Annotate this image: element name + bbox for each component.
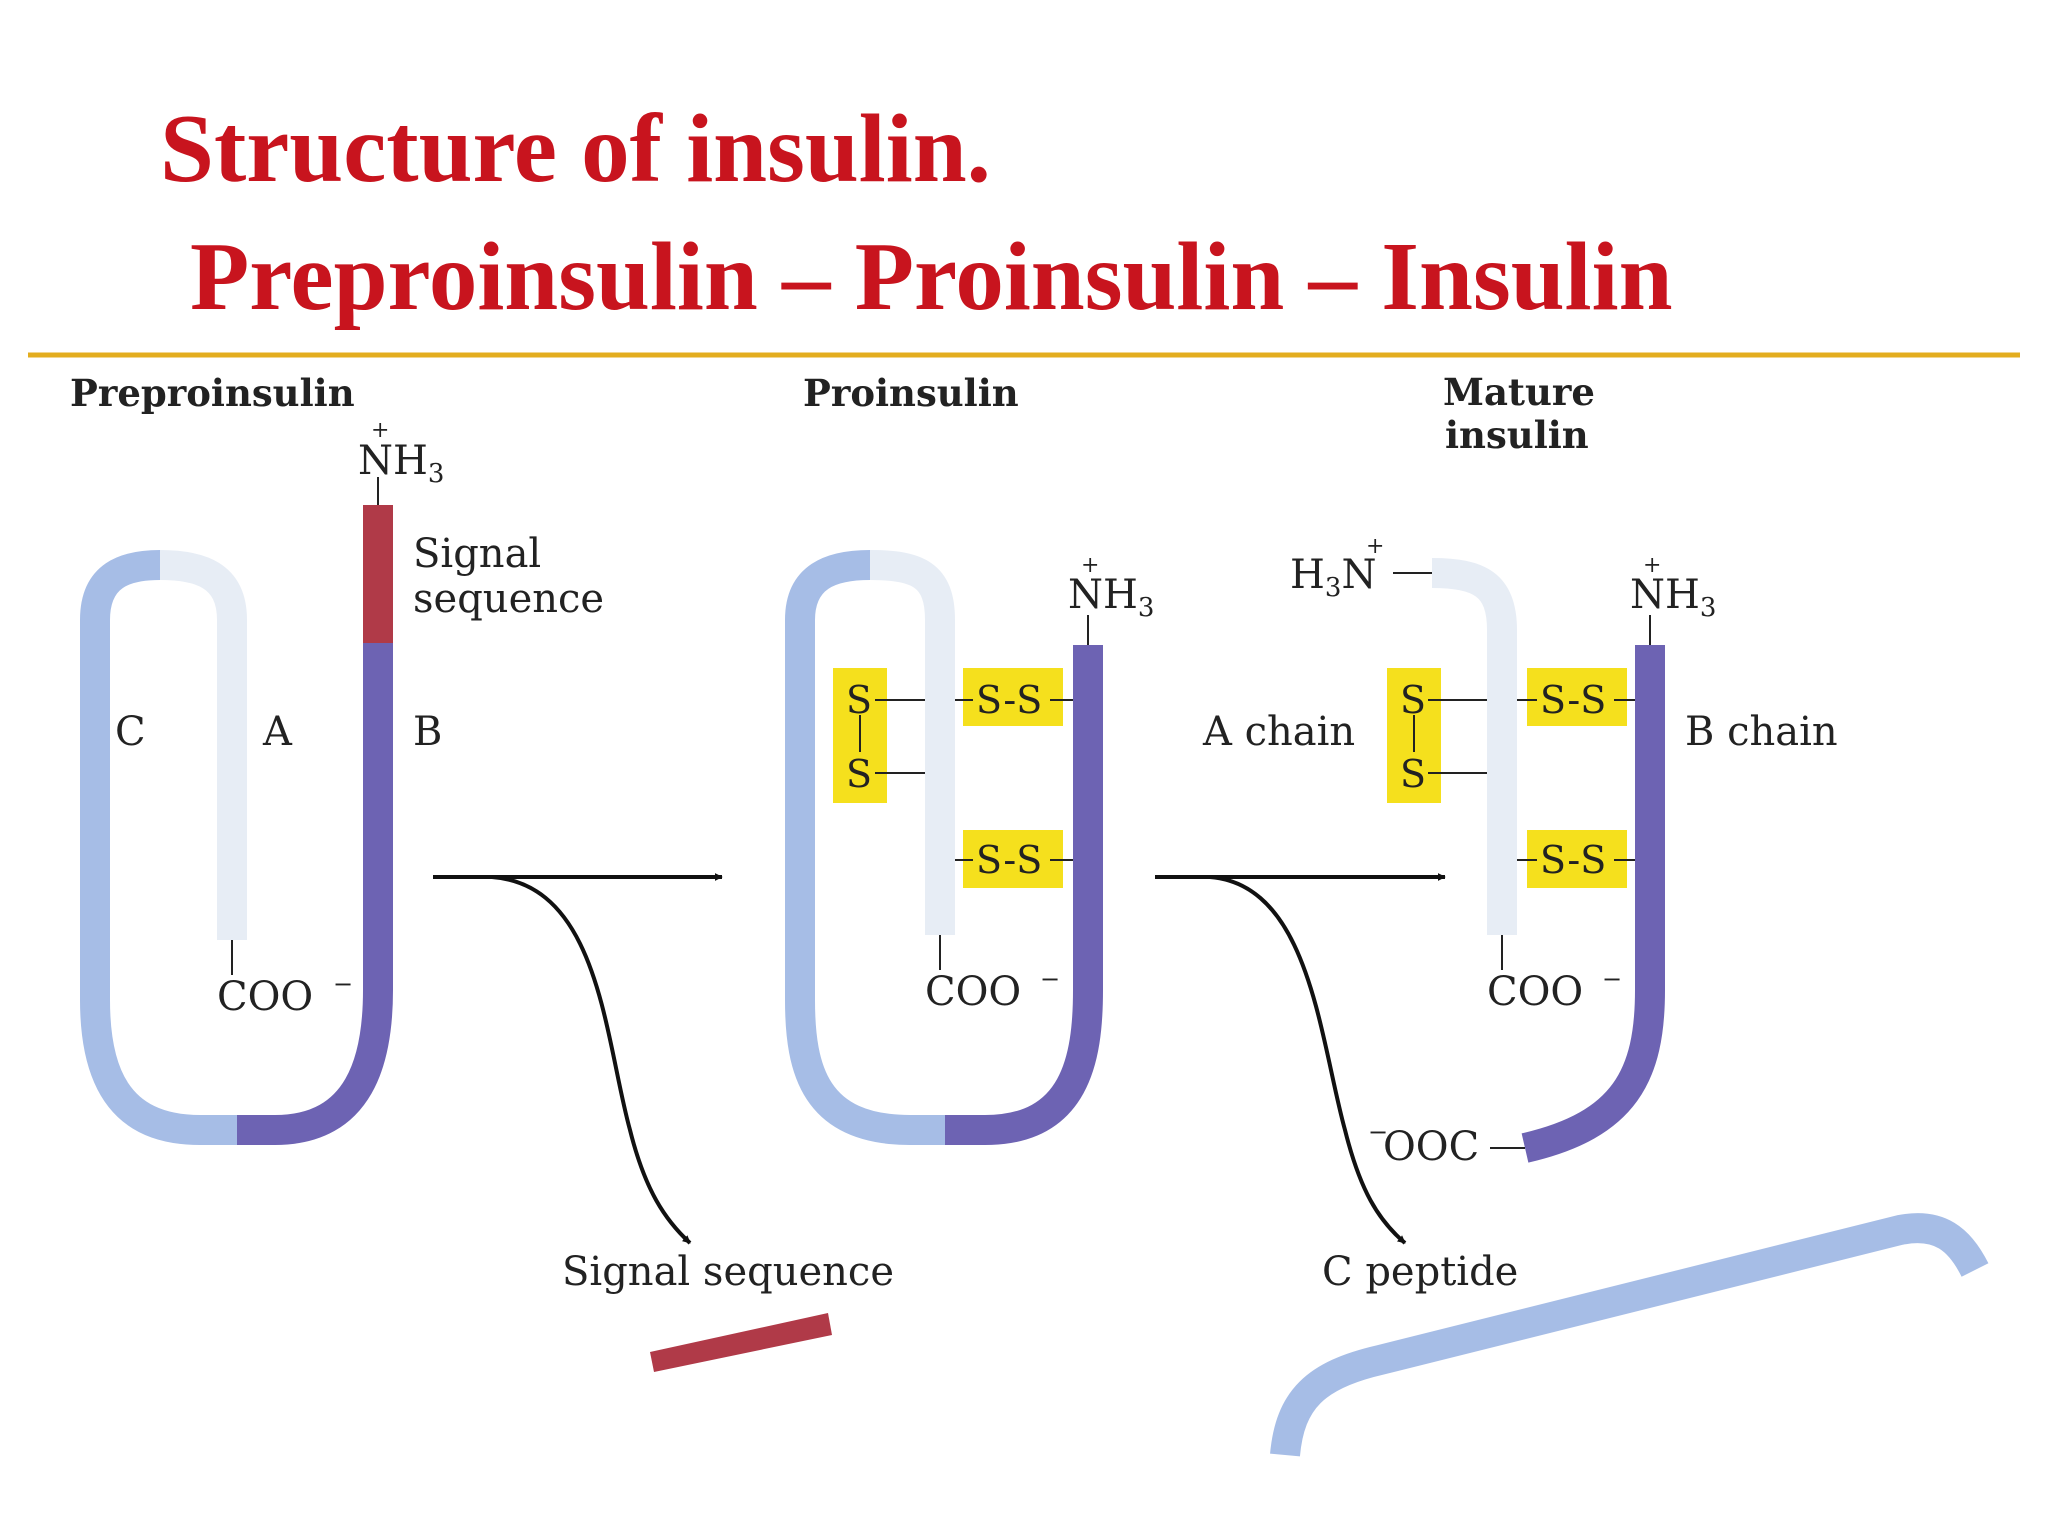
signal-sequence-fragment	[650, 1313, 832, 1372]
mature-h3n-charge: +	[1366, 534, 1384, 559]
mature-ss-1: S-S	[1540, 678, 1606, 722]
preproinsulin-coo-charge: −	[333, 970, 353, 998]
mature-ss-2: S-S	[1540, 838, 1606, 882]
mature-insulin-panel: Mature insulin S S S-S S-S H3N +	[1202, 370, 1838, 1170]
mature-heading-2: insulin	[1445, 413, 1589, 457]
mature-disulfide-box-1	[1527, 668, 1627, 726]
mature-a-chain	[1431, 558, 1517, 935]
proinsulin-heading: Proinsulin	[803, 371, 1019, 415]
c-peptide-label: C peptide	[1322, 1249, 1518, 1295]
mature-b-chain	[1521, 645, 1665, 1163]
preproinsulin-c-chain	[80, 550, 237, 1145]
proinsulin-disulfide-box-2	[963, 830, 1063, 888]
preproinsulin-b-chain	[237, 640, 393, 1145]
mature-heading-1: Mature	[1443, 370, 1595, 414]
mature-ooc-charge: −	[1368, 1118, 1388, 1146]
signal-sequence-label: Signal sequence	[562, 1249, 894, 1295]
preproinsulin-label-a: A	[262, 709, 293, 755]
mature-b-chain-label: B chain	[1685, 709, 1838, 755]
proinsulin-b-chain	[945, 645, 1103, 1145]
mature-coo-charge: −	[1602, 965, 1622, 993]
mature-s-bottom: S	[1400, 752, 1426, 796]
preproinsulin-coo: COO	[217, 974, 313, 1020]
proinsulin-s-bottom: S	[846, 752, 872, 796]
preproinsulin-signal-label-1: Signal	[413, 531, 541, 577]
mature-s-top: S	[1400, 678, 1426, 722]
preproinsulin-label-c: C	[115, 709, 146, 755]
proinsulin-ss-2: S-S	[976, 838, 1042, 882]
cleavage-arrow-1	[433, 873, 723, 1245]
preproinsulin-a-chain	[159, 550, 247, 940]
proinsulin-a-chain	[869, 550, 955, 935]
preproinsulin-label-b: B	[413, 709, 442, 755]
mature-nh3: NH3	[1630, 572, 1716, 623]
cleavage-arrow-2	[1155, 873, 1446, 1245]
proinsulin-nh3: NH3	[1068, 572, 1154, 623]
preproinsulin-nh3: NH3	[358, 438, 444, 489]
proinsulin-nh3-charge: +	[1081, 553, 1099, 578]
preproinsulin-signal-segment	[363, 505, 393, 643]
preproinsulin-panel: Preproinsulin NH3 + COO − Signal sequenc…	[70, 371, 604, 1145]
preproinsulin-heading: Preproinsulin	[70, 371, 355, 415]
preproinsulin-signal-label-2: sequence	[413, 576, 604, 622]
mature-h3n: H3N	[1290, 552, 1376, 603]
proinsulin-s-top: S	[846, 678, 872, 722]
mature-coo: COO	[1487, 969, 1583, 1015]
mature-a-chain-label: A chain	[1202, 709, 1355, 755]
proinsulin-ss-1: S-S	[976, 678, 1042, 722]
proinsulin-disulfide-box-1	[963, 668, 1063, 726]
proinsulin-panel: Proinsulin S S S-S S-S NH3 +	[785, 371, 1154, 1145]
title-line-2: Preproinsulin – Proinsulin – Insulin	[190, 223, 1673, 330]
mature-ooc: OOC	[1383, 1124, 1479, 1170]
c-peptide-strand	[1270, 1213, 1989, 1457]
proinsulin-coo: COO	[925, 969, 1021, 1015]
proinsulin-c-chain	[785, 550, 945, 1145]
title-line-1: Structure of insulin.	[160, 95, 991, 202]
preproinsulin-nh3-charge: +	[371, 418, 389, 443]
mature-disulfide-box-2	[1527, 830, 1627, 888]
proinsulin-coo-charge: −	[1040, 965, 1060, 993]
mature-nh3-charge: +	[1643, 553, 1661, 578]
